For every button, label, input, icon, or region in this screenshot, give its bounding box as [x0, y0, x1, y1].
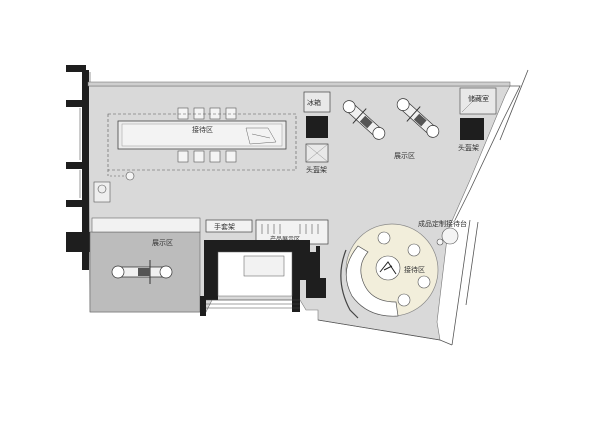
round-stools — [377, 231, 431, 307]
left-wall-column — [82, 70, 89, 270]
storage-door — [461, 97, 477, 113]
chairs-bottom-row — [177, 150, 237, 163]
pillar — [306, 278, 326, 298]
helmet-rack-left-top — [306, 116, 328, 138]
display-left-label: 展示区 — [152, 239, 173, 247]
curved-wall — [340, 249, 359, 319]
table-decoration-line — [251, 133, 271, 139]
glove-rack-label: 手套架 — [214, 222, 235, 231]
lower-wall — [200, 296, 206, 316]
freezer-label: 冰箱 — [307, 98, 321, 107]
wall-stub — [66, 200, 86, 207]
sink-fixture — [93, 181, 111, 203]
table-decoration — [245, 127, 277, 145]
dashed-cable — [107, 170, 126, 177]
storage-room — [459, 87, 497, 115]
reception-top-label: 接待区 — [192, 125, 213, 134]
top-wall — [87, 81, 511, 87]
right-wall-outer — [499, 69, 529, 141]
floor-lamp — [125, 171, 135, 181]
storage-label: 储藏室 — [468, 94, 489, 103]
right-wall-lower-outer — [465, 221, 479, 306]
display-top-label: 展示区 — [394, 152, 415, 160]
freezer-box — [303, 91, 331, 113]
curved-sofa — [345, 245, 399, 317]
chairs-top-row — [177, 107, 237, 120]
table-top-inner — [121, 123, 283, 147]
helmet-left-label: 头盔架 — [306, 165, 327, 174]
sink-bowl — [97, 184, 107, 194]
wall-stub — [66, 100, 86, 107]
rack-cross — [305, 143, 329, 163]
coffee-table-plant — [379, 261, 397, 275]
wall-stub — [66, 162, 86, 169]
wall-block — [66, 232, 90, 252]
motorcycle-top-1 — [342, 100, 386, 140]
stair-hatch — [206, 299, 300, 309]
reception-round-label: 接待区 — [404, 265, 425, 274]
motorcycle-left — [111, 260, 173, 284]
motorcycle-top-2 — [396, 98, 440, 138]
fitting-bench — [243, 255, 285, 277]
reception-rug-dashed — [107, 113, 297, 171]
custom-counter-desk — [441, 227, 459, 245]
product-display-hangers — [261, 224, 319, 234]
glove-rack — [205, 219, 253, 233]
display-shelf-left — [91, 217, 201, 233]
wall-stub — [66, 65, 86, 72]
helmet-right-label: 头盔架 — [458, 143, 479, 152]
helmet-rack-right — [460, 118, 484, 140]
custom-counter-chair — [436, 238, 444, 246]
right-wall-lower — [451, 219, 471, 346]
bottom-wall — [317, 319, 453, 346]
right-wall — [454, 85, 521, 221]
custom-counter-label: 成品定制接待台 — [418, 219, 467, 228]
product-display-label: 产品展示区 — [270, 235, 300, 243]
